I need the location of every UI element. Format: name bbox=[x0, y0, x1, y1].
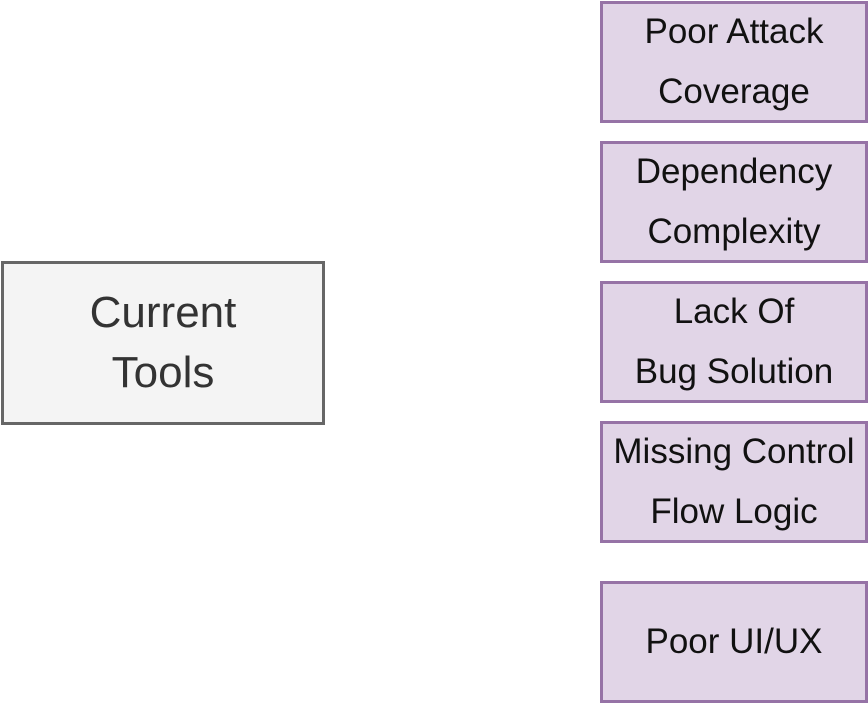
issue-label: Lack Of Bug Solution bbox=[634, 292, 834, 391]
issue-label: Missing Control Flow Logic bbox=[613, 432, 855, 531]
current-tools-node[interactable]: Current Tools bbox=[1, 261, 325, 425]
issue-label: Poor UI/UX bbox=[645, 622, 823, 661]
issue-label: Poor Attack Coverage bbox=[644, 12, 824, 111]
issue-node-lack-of-bug-solution[interactable]: Lack Of Bug Solution bbox=[600, 281, 868, 403]
current-tools-label: Current Tools bbox=[89, 288, 237, 397]
issue-node-poor-attack-coverage[interactable]: Poor Attack Coverage bbox=[600, 1, 868, 123]
issue-label: Dependency Complexity bbox=[635, 152, 833, 251]
issue-node-missing-control-flow-logic[interactable]: Missing Control Flow Logic bbox=[600, 421, 868, 543]
issue-node-poor-ui-ux[interactable]: Poor UI/UX bbox=[600, 581, 868, 703]
issue-node-dependency-complexity[interactable]: Dependency Complexity bbox=[600, 141, 868, 263]
